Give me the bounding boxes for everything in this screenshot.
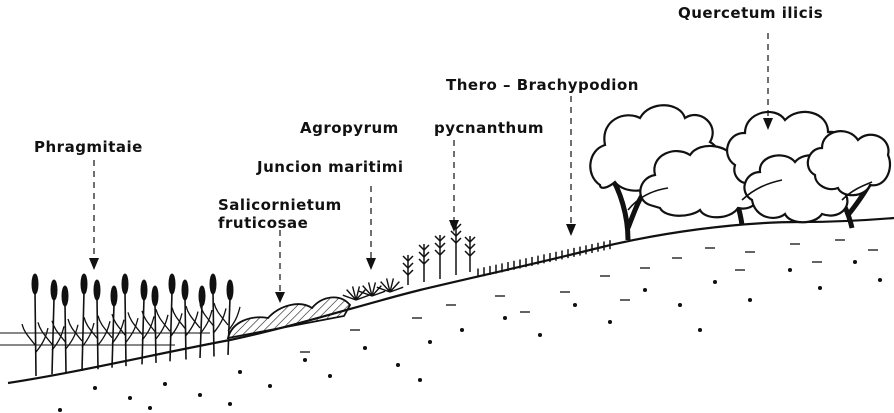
agropyrum-shoots: [403, 223, 475, 285]
label-quercetum-ilicis: Quercetum ilicis: [678, 4, 823, 23]
label-fruticosae: fruticosae: [218, 214, 308, 233]
label-pycnanthum: pycnanthum: [434, 119, 544, 138]
label-juncion-maritimi: Juncion maritimi: [257, 158, 404, 177]
ground-profile: [8, 218, 894, 383]
salicornia-mound: [228, 297, 350, 338]
label-phragmitaie: Phragmitaie: [34, 138, 143, 157]
oak-trees: [590, 105, 890, 240]
label-agropyrum: Agropyrum: [300, 119, 399, 138]
label-thero-brachypodion: Thero – Brachypodion: [446, 76, 639, 95]
label-salicornietum: Salicornietum: [218, 196, 342, 215]
